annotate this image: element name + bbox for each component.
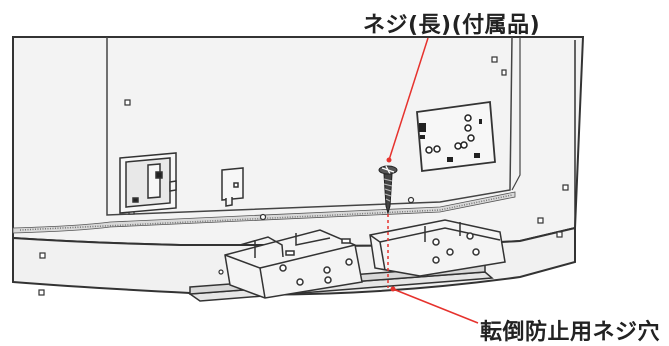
back-cover-step bbox=[511, 37, 521, 191]
hole-label: 転倒防止用ネジ穴 bbox=[480, 320, 661, 345]
left-recess bbox=[119, 152, 177, 214]
screw-leader-line bbox=[388, 37, 429, 161]
center-bracket bbox=[221, 167, 244, 207]
back-cover-outline bbox=[106, 36, 513, 216]
screw-leader-dot bbox=[386, 157, 392, 163]
vent-strip bbox=[12, 191, 516, 234]
tv-stand bbox=[187, 219, 506, 302]
screw-icon bbox=[378, 165, 398, 215]
hole-leader-dot bbox=[390, 286, 396, 292]
hole-leader-line bbox=[392, 288, 479, 324]
band-marks bbox=[218, 196, 415, 275]
screw-label: ネジ(長)(付属品) bbox=[363, 13, 541, 38]
terminal-panel bbox=[416, 100, 496, 173]
